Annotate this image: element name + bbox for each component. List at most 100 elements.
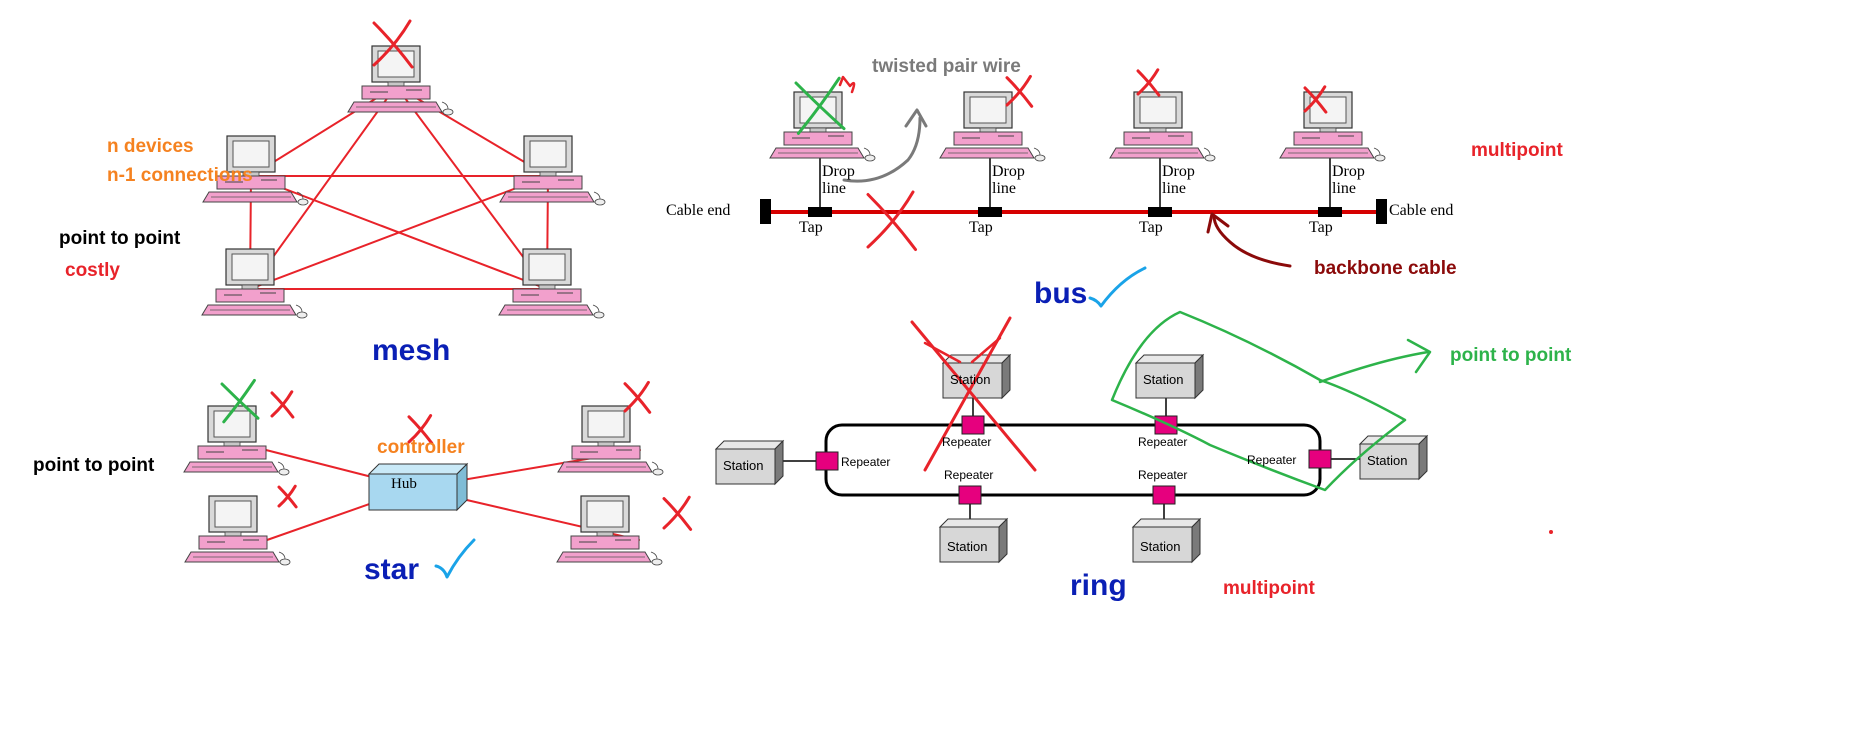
mesh-devices-note: n devices [107,136,194,157]
station-side [1418,434,1428,481]
mouse-cable [1203,147,1211,156]
bus-backbone-note: backbone cable [1314,258,1457,279]
station-top-right [1134,353,1205,400]
mesh-link [395,85,549,177]
bus-wire-note: twisted pair wire [872,56,1021,77]
tap-icon [1148,207,1172,217]
bus-red-x-mark-stroke [1303,85,1327,113]
screen [529,140,567,168]
bus-title: bus [1034,277,1088,310]
drop-line-label-4: Drop line [1332,163,1365,197]
station-side [774,439,784,486]
tap-label-2: Tap [969,219,993,236]
repeater-icon [815,451,839,471]
bus-big-red-x-mark-stroke [866,190,915,249]
mesh-link [249,175,549,290]
mouse [651,558,663,566]
ring-green-arrow [1318,350,1430,384]
mouse [864,154,876,162]
star-title: star [364,553,420,586]
mouse [594,198,606,206]
mesh-type-note: point to point [59,228,181,249]
star-red-x-mark-stroke [662,495,691,530]
mesh-computer-icon [498,248,605,319]
tap-label-4: Tap [1309,219,1333,236]
station-front [1359,443,1420,480]
station-side [1194,353,1204,400]
mouse-cable [593,191,601,200]
ring-red-x-mark-extra [923,336,1002,364]
station-side [1191,517,1201,564]
system-unit [197,445,267,460]
cable-end-right-label: Cable end [1389,202,1454,219]
stand [1149,127,1167,133]
ring-title: ring [1070,569,1127,602]
tap-label-1: Tap [799,219,823,236]
mouse-cable [277,461,285,470]
star-computer-icon [183,405,290,476]
stand [809,127,827,133]
star-green-x-mark-stroke [222,378,256,424]
system-unit [361,85,431,100]
screen [231,253,269,281]
system-unit [198,535,268,550]
star-red-x-mark-stroke [270,390,294,418]
stand [538,284,556,290]
repeater-label-bottom-left: Repeater [944,468,994,482]
star-type-note: point to point [33,455,155,476]
star-red-x-mark-stroke [623,380,650,413]
star-red-x-mark-stroke [277,484,297,508]
mouse [297,198,309,206]
mesh-computer-icon [201,248,308,319]
stand [596,531,614,537]
red-dot [1549,530,1553,534]
station-top [1358,435,1429,445]
repeater-label-bottom-right: Repeater [1138,468,1188,482]
stand [224,531,242,537]
star-computer-icon [556,495,663,566]
tap-icon [808,207,832,217]
station-top [938,518,1009,528]
station-left [714,439,785,486]
station-label-top-left: Station [950,372,991,387]
repeater-label-top-left: Repeater [942,435,992,449]
hub-top [367,463,469,475]
backbone-arrow-head [1206,212,1230,234]
station-label-top-right: Station [1143,372,1184,387]
stand [1319,127,1337,133]
system-unit [571,445,641,460]
stand [979,127,997,133]
bus-blue-check-mark [1088,266,1147,308]
mouse-cable [592,304,600,313]
mesh-link [395,85,548,290]
station-bottom-left [938,517,1009,564]
mouse [296,311,308,319]
system-unit [215,288,285,303]
repeater-icon [1308,449,1332,469]
ring-green-arrow-head [1406,338,1432,374]
bus-red-x-mark-stroke [1005,74,1032,107]
mouse-cable [863,147,871,156]
station-top [1131,518,1202,528]
bus-computer-icon [1279,91,1386,162]
mouse [1034,154,1046,162]
stand [387,81,405,87]
star-controller-note: controller [377,437,465,458]
station-top-left [941,353,1012,400]
station-bottom-right [1131,517,1202,564]
system-unit [512,288,582,303]
bus-green-x-mark-stroke [796,76,841,135]
system-unit [953,131,1023,146]
cable-end-left-label: Cable end [666,202,731,219]
station-front [715,448,776,485]
screen [586,500,624,528]
mouse-cable [651,461,659,470]
screen [232,140,270,168]
mouse-cable [1033,147,1041,156]
cable-end-icon [760,199,771,224]
stand [597,441,615,447]
mouse-cable [1373,147,1381,156]
mouse-cable [296,191,304,200]
